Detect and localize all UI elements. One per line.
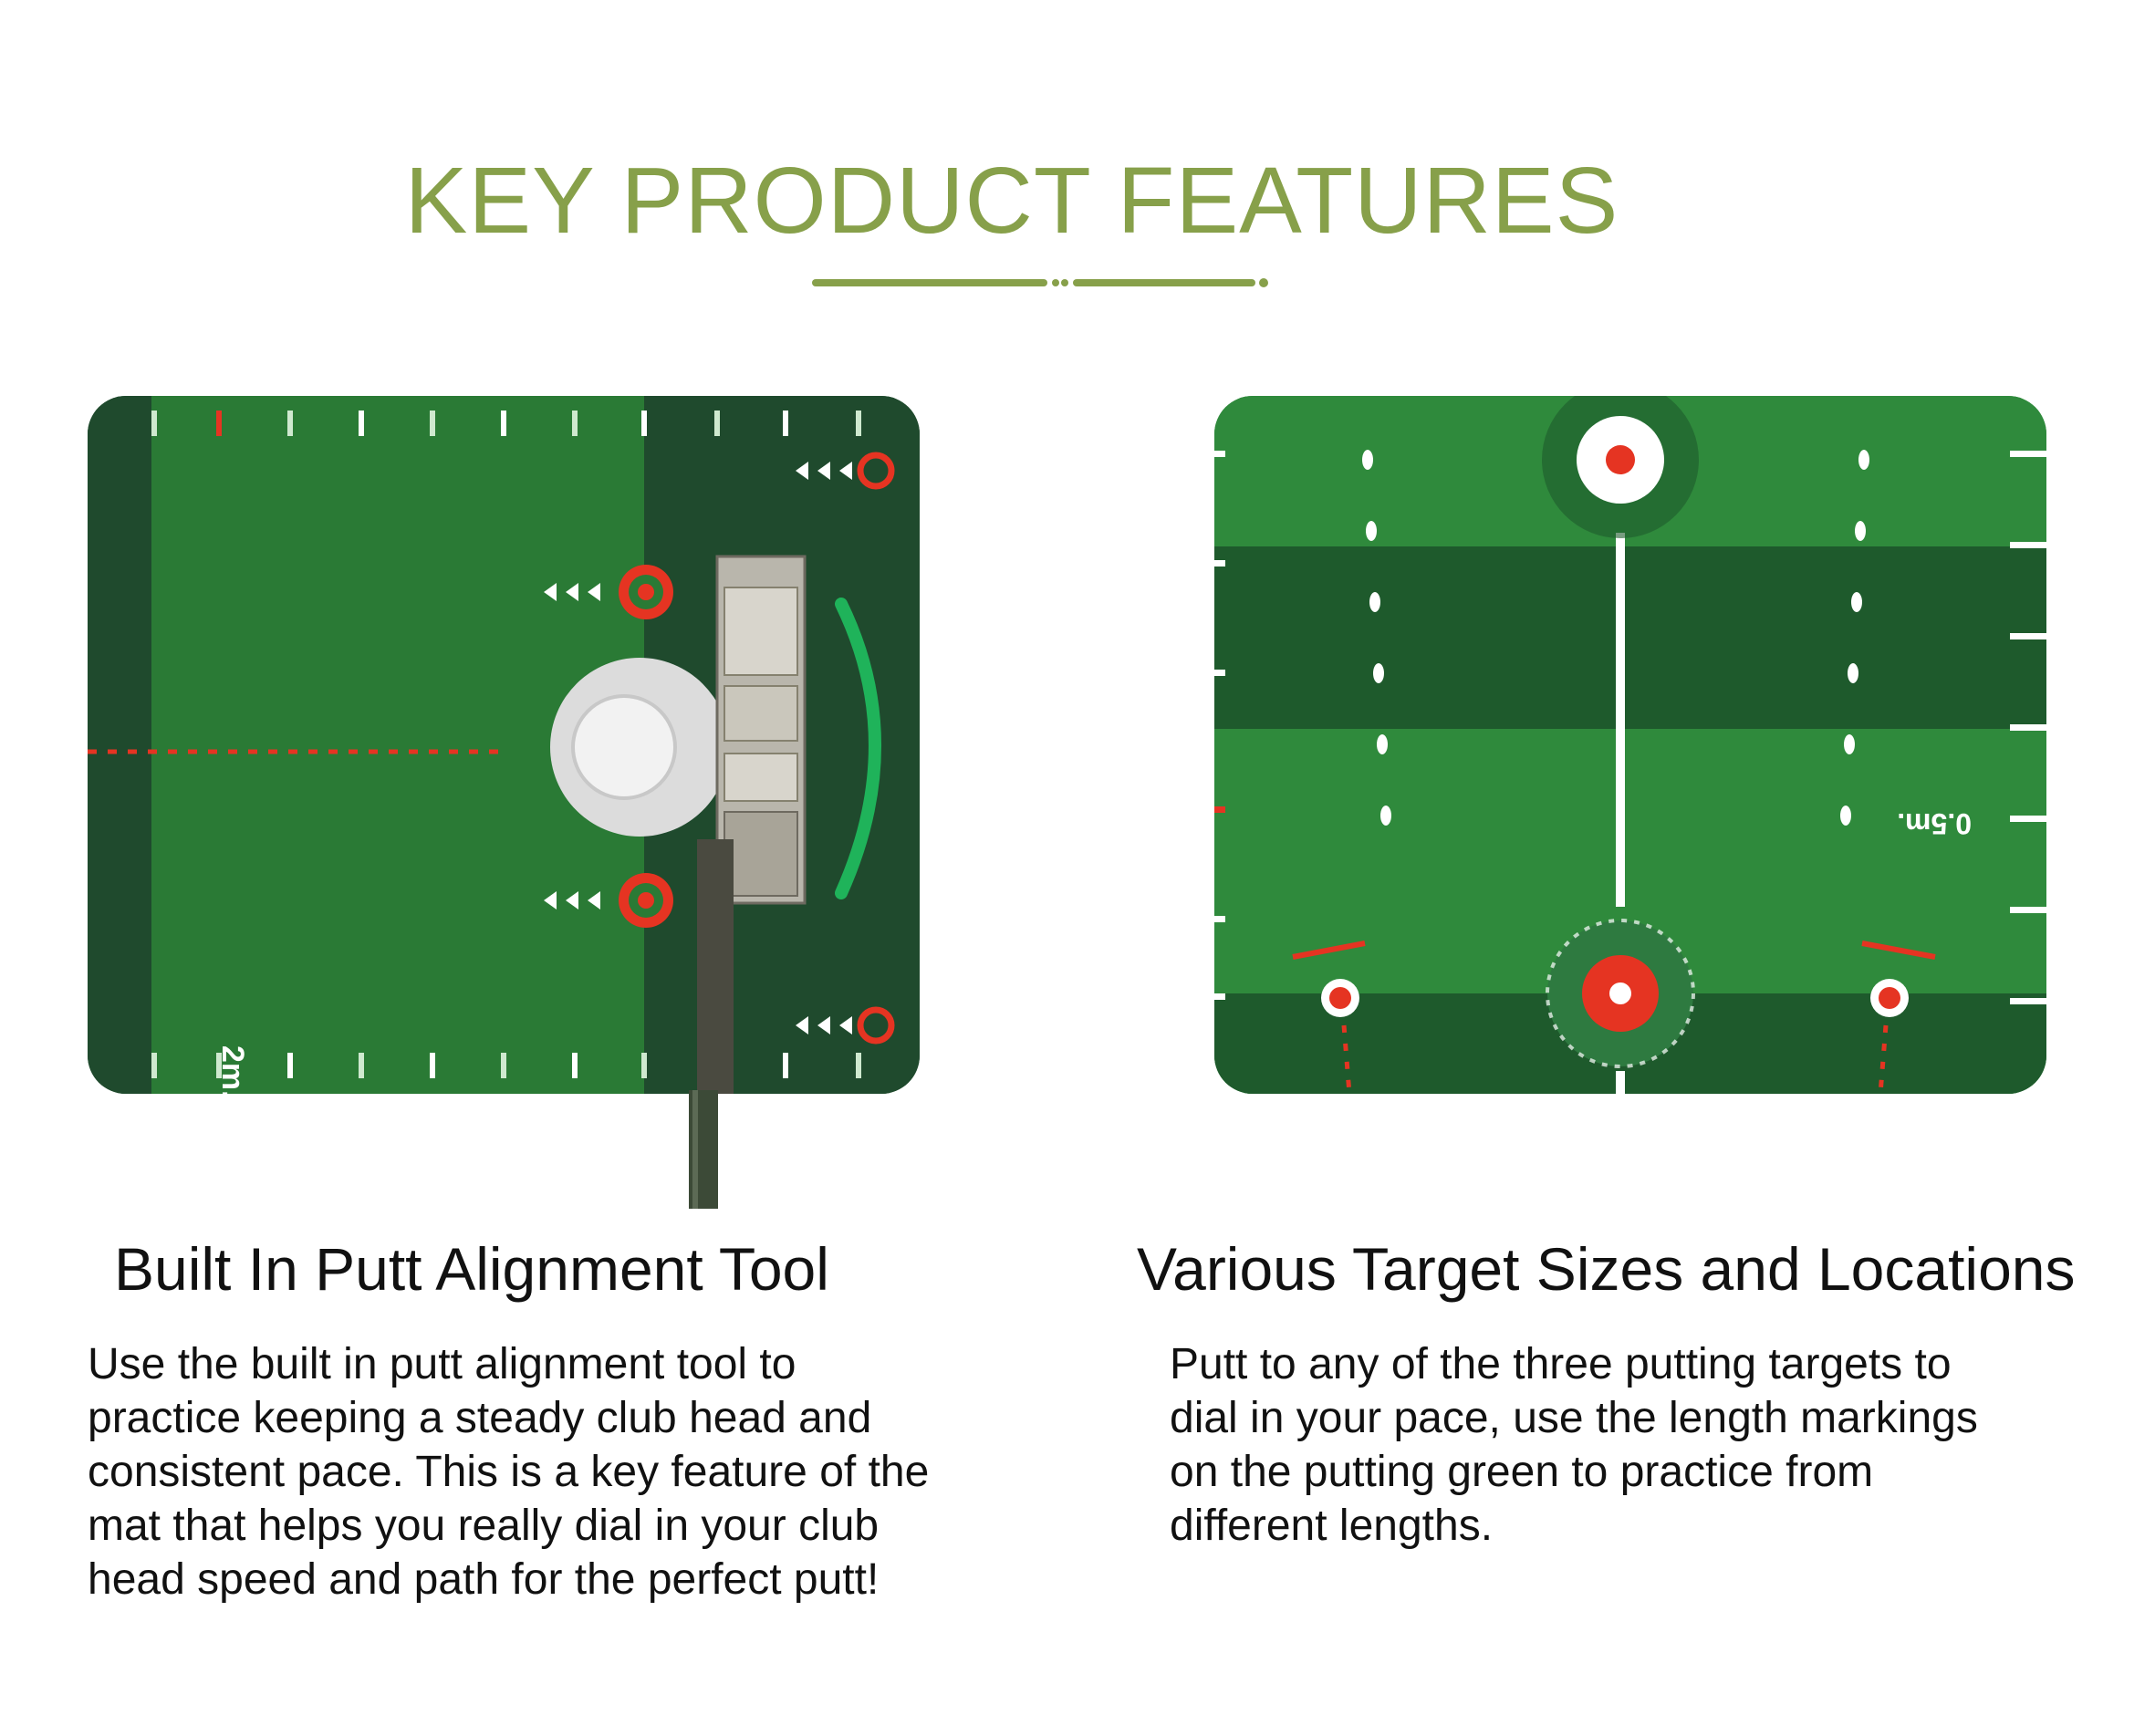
right-edge-ticks [2010, 451, 2046, 1004]
targets-mat-image: 0.5m. [1214, 396, 2046, 1094]
description-line: different lengths. [1170, 1502, 1494, 1550]
left-dot-column [1362, 450, 1391, 826]
description-line: on the putting green to practice from [1170, 1448, 1874, 1496]
putter-head [697, 555, 807, 1094]
bottom-distance-ticks [151, 1053, 861, 1078]
feature-title-alignment: Built In Putt Alignment Tool [114, 1235, 829, 1303]
description-line: Putt to any of the three putting targets… [1170, 1340, 1952, 1388]
alignment-mat-image: 2m. [88, 396, 920, 1094]
side-target-left [1292, 941, 1366, 1094]
gate-target-upper [544, 565, 673, 619]
page-title: KEY PRODUCT FEATURES [404, 148, 1619, 253]
feature-description-targets: Putt to any of the three putting targets… [1170, 1337, 2082, 1553]
feature-title-targets: Various Target Sizes and Locations [1137, 1235, 2076, 1303]
top-distance-ticks [151, 411, 861, 436]
description-line: mat that helps you really dial in your c… [88, 1502, 880, 1550]
target-top-right [796, 452, 895, 490]
right-dot-column [1840, 450, 1869, 826]
title-divider [812, 278, 1268, 287]
description-line: head speed and path for the perfect putt… [88, 1555, 880, 1604]
description-line: practice keeping a steady club head and [88, 1394, 872, 1442]
main-target [1546, 919, 1695, 1068]
target-bottom-right [796, 1006, 895, 1045]
distance-label-0-5m: 0.5m. [1897, 807, 1972, 840]
left-edge-ticks [1214, 451, 1225, 1000]
description-line: Use the built in putt alignment tool to [88, 1340, 796, 1388]
gate-target-lower [544, 873, 673, 928]
distance-label-2m: 2m. [215, 1045, 250, 1094]
putter-shaft [689, 1090, 718, 1209]
side-target-right [1861, 941, 1936, 1094]
description-line: consistent pace. This is a key feature o… [88, 1448, 930, 1496]
far-target [1542, 396, 1699, 538]
feature-description-alignment: Use the built in putt alignment tool to … [88, 1337, 1000, 1606]
description-line: dial in your pace, use the length markin… [1170, 1394, 1978, 1442]
